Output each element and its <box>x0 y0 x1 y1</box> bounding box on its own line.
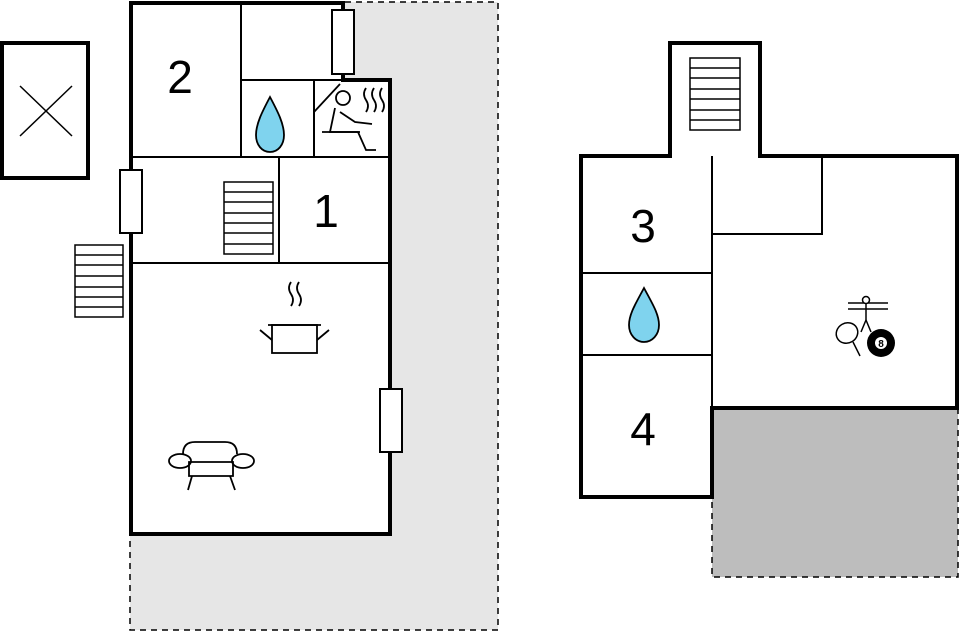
sauna-icon <box>313 83 385 151</box>
pool-ball-icon: 8 <box>867 329 895 357</box>
window-top <box>331 9 355 75</box>
room-2-label: 2 <box>167 51 193 103</box>
room-4-label: 4 <box>630 403 656 455</box>
terrace-right <box>711 408 959 578</box>
indoor-stairs-icon <box>223 181 274 255</box>
outdoor-stairs-icon <box>74 244 124 318</box>
water-drop-icon <box>255 95 285 153</box>
left-building <box>129 1 392 536</box>
cooking-pot-icon <box>259 281 330 354</box>
window-left <box>119 169 143 234</box>
terrace-left <box>129 1 499 631</box>
room-1-label: 1 <box>313 185 339 237</box>
ping-pong-icon <box>835 321 861 357</box>
outbuilding-x <box>0 41 90 180</box>
window-right <box>379 388 403 453</box>
room-3-label: 3 <box>630 200 656 252</box>
sofa-icon <box>168 441 255 491</box>
upper-stairs-icon <box>689 57 741 131</box>
water-drop-icon <box>628 286 660 343</box>
foosball-icon <box>848 295 888 333</box>
pool-ball-number: 8 <box>878 339 884 350</box>
right-building <box>579 41 959 499</box>
